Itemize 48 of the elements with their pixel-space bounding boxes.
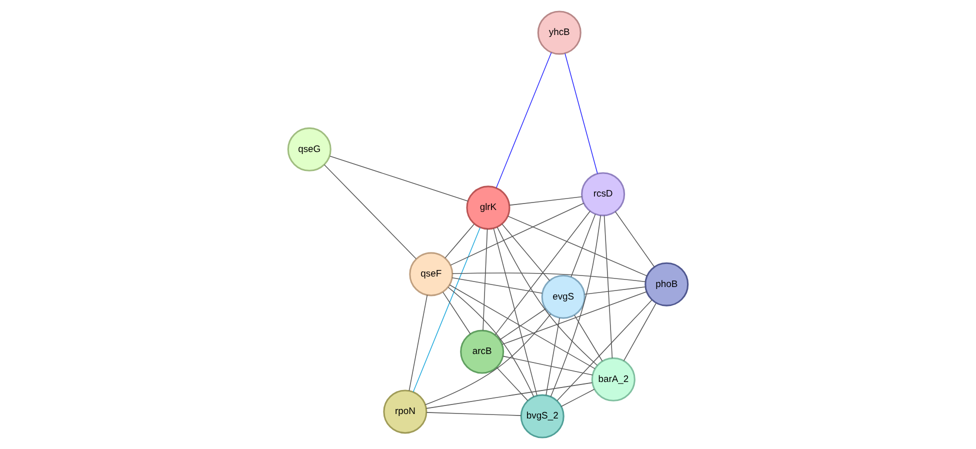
connector [623,302,656,362]
node-circle: yhcB [537,10,582,55]
connector [482,228,488,331]
connector [450,202,584,266]
node-circle: qseF [409,252,454,296]
connector [426,382,593,409]
connector [452,277,543,294]
node-circle: arcB [460,330,504,374]
connector [546,318,560,396]
connector [614,211,655,268]
connector [408,294,428,392]
node-circle: rcsD [581,172,626,216]
connector [509,196,582,206]
connector [444,224,475,258]
node-circle: rpoN [383,390,428,434]
connector [496,367,528,401]
connector [424,314,551,406]
connector [330,156,468,202]
connector [426,412,522,416]
connector [570,214,596,278]
connector [496,52,552,188]
connector [508,216,648,276]
connector [452,272,646,282]
node-circle: evgS [541,274,586,319]
connector [560,388,595,407]
connector [556,300,652,402]
connector [448,286,534,398]
connector [499,308,546,340]
connector [574,314,603,362]
connector [502,224,550,281]
connector [493,228,538,396]
node-circle: barA_2 [591,357,636,402]
connector [502,356,593,376]
node-circle: qseG [287,127,332,172]
connector [550,215,602,398]
connector [584,286,646,295]
connector [502,291,647,345]
node-circle: glrK [466,186,510,230]
node-circle: bvgS_2 [520,394,564,438]
connector [494,210,590,336]
connector [442,292,471,334]
connector [449,284,596,370]
connector [412,227,480,392]
connector [564,53,598,174]
node-circle: phoB [644,262,689,306]
connector [496,226,598,366]
connector [604,215,613,359]
connector [324,164,416,260]
